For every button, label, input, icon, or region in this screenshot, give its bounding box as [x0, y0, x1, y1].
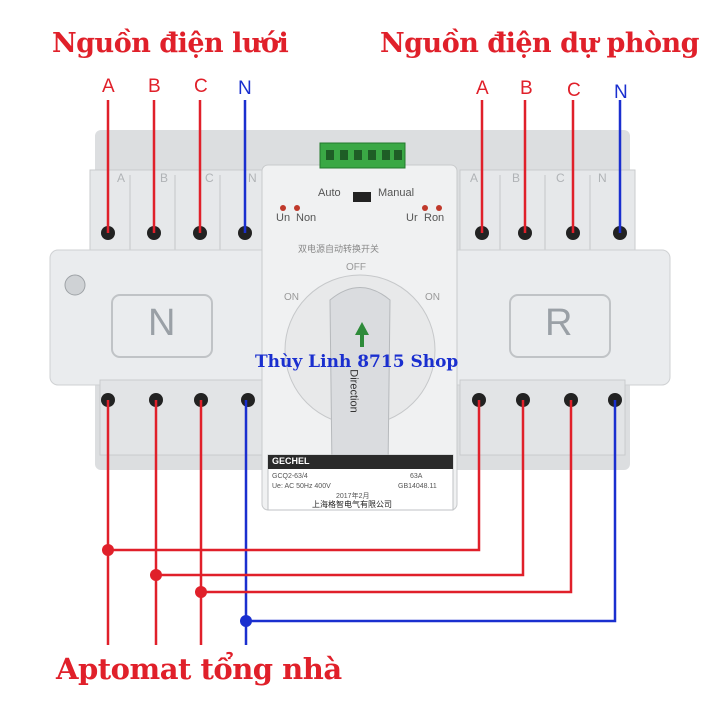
bottom-terminal-block-right [459, 379, 626, 456]
on-right-label: ON [425, 292, 440, 303]
current-label: 63A [410, 473, 423, 480]
ur-label: Ur [406, 212, 418, 224]
ron-label: Ron [424, 212, 445, 224]
housing-letter: A [117, 171, 125, 185]
standard-label: GB14048.11 [398, 483, 437, 490]
mode-auto-label: Auto [318, 187, 341, 199]
led-un [280, 205, 286, 211]
led-ur [422, 205, 428, 211]
phase-label-right-a: A [476, 78, 489, 99]
housing-letter: C [556, 171, 565, 185]
phase-label-left-c: C [194, 76, 208, 97]
on-left-label: ON [284, 292, 299, 303]
housing-letter: N [598, 171, 607, 185]
led-non [294, 205, 300, 211]
screw-hole [64, 274, 86, 296]
bottom-terminal-block-left [99, 379, 266, 456]
phase-label-left-a: A [102, 76, 115, 97]
housing-letter: B [512, 171, 520, 185]
wire-bridge-a [108, 400, 481, 552]
housing-text: 双电源自动转换开关 [298, 244, 380, 254]
housing-letter: N [248, 171, 257, 185]
phase-label-left-b: B [148, 76, 161, 97]
off-label: OFF [346, 262, 366, 273]
wire-bridge-b [156, 400, 525, 577]
spec-line: Ue: AC 50Hz 400V [272, 483, 331, 490]
phase-label-right-b: B [520, 78, 533, 99]
panel-box-right [509, 294, 611, 358]
model-line: GCQ2-63/4 [272, 473, 308, 480]
knob-direction-text: Direction [347, 369, 360, 413]
phase-label-left-n: N [238, 78, 252, 99]
terminal-bottom-left-n [241, 393, 255, 407]
panel-letter-n: N [148, 302, 176, 344]
top-terminal-block-right [459, 169, 636, 261]
junction-a [102, 544, 114, 556]
panel-letter-r: R [545, 302, 573, 344]
direction-arrow-icon [355, 322, 369, 335]
phase-label-right-n: N [614, 82, 628, 103]
connector-green [319, 142, 406, 169]
shop-watermark: Thùy Linh 8715 Shop [255, 352, 459, 372]
mode-switch[interactable] [353, 192, 371, 202]
wire-bridge-c [201, 400, 573, 594]
housing-letter: A [470, 171, 478, 185]
led-ron [436, 205, 442, 211]
brand-label: GECHEL [272, 456, 310, 466]
housing-letter: C [205, 171, 214, 185]
junction-c [195, 586, 207, 598]
phase-label-right-c: C [567, 80, 581, 101]
rotary-handle[interactable] [329, 287, 391, 471]
wire-bridge-n [246, 400, 617, 623]
housing-letter: B [160, 171, 168, 185]
maker-label: 上海格智电气有限公司 [312, 500, 392, 509]
un-label: Un [276, 212, 291, 224]
mode-manual-label: Manual [378, 187, 415, 199]
title-backup-source: Nguồn điện dự phòng [380, 28, 700, 59]
date-label: 2017年2月 [336, 493, 370, 500]
title-main-breaker: Aptomat tổng nhà [56, 652, 342, 686]
junction-n [240, 615, 252, 627]
non-label: Non [296, 212, 317, 224]
panel-box-left [111, 294, 213, 358]
junction-b [150, 569, 162, 581]
title-grid-source: Nguồn điện lưới [52, 28, 289, 59]
